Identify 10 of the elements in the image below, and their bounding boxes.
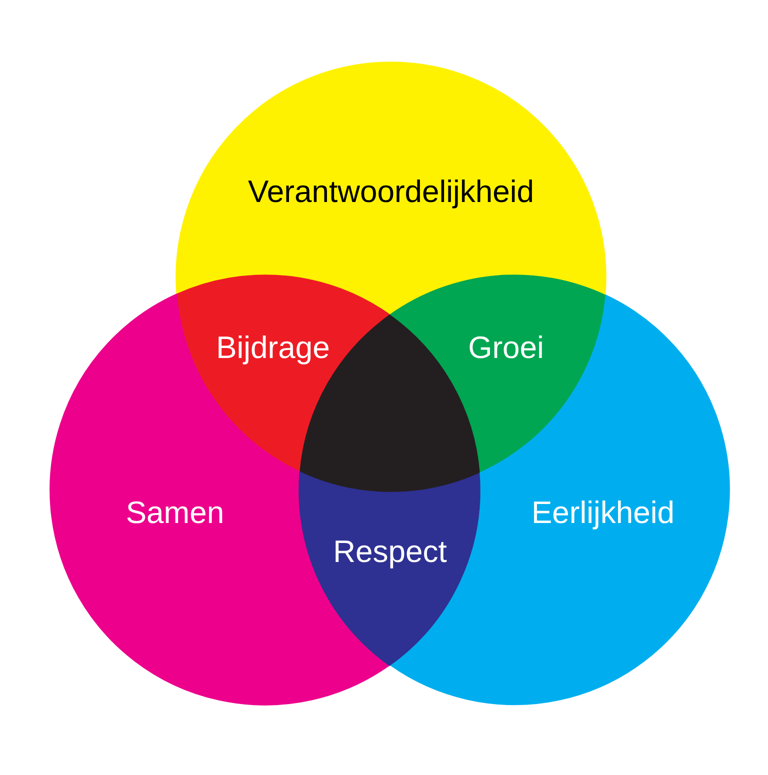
region-label: Verantwoordelijkheid: [248, 174, 534, 210]
region-label: Bijdrage: [216, 330, 330, 366]
overlap-region: [299, 472, 480, 666]
region-label: Respect: [333, 534, 447, 570]
circle-region: [176, 62, 606, 315]
region-label: Eerlijkheid: [532, 495, 674, 531]
region-label: Groei: [468, 330, 544, 366]
region-label: Samen: [126, 495, 224, 531]
overlap-region: [176, 275, 390, 472]
overlap-region: [390, 275, 606, 474]
